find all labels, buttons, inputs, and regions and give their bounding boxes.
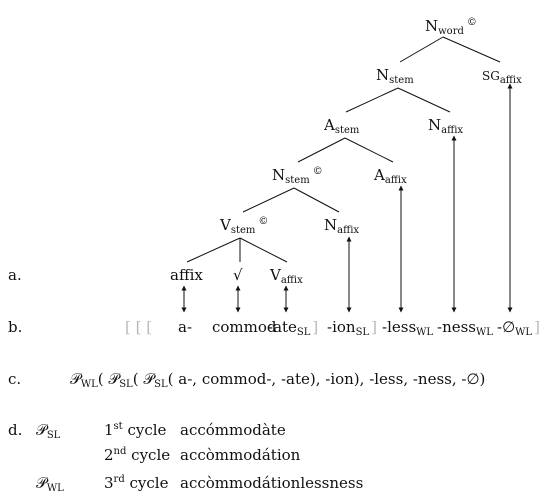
morph-less: -lessWL [382, 318, 434, 338]
cycle-2-form: accòmmodátion [180, 446, 301, 464]
node-affix: affix [170, 266, 203, 284]
opening-brackets: [ [ [ [125, 318, 153, 336]
morph-ness: -nessWL [437, 318, 493, 338]
morph-commod: commod [212, 318, 277, 336]
row-c-label: c. [8, 370, 22, 388]
node-n-word: Nword© [425, 17, 477, 37]
node-v-stem: Vstem© [220, 216, 269, 236]
row-b-label: b. [8, 318, 23, 336]
morph-null: -∅WL] [497, 318, 540, 338]
node-sg-affix: SGaffix [482, 69, 522, 86]
node-n-stem-top: Nstem [376, 66, 414, 86]
cycle-3-form: accòmmodátionlessness [180, 474, 364, 492]
node-root: √ [233, 266, 243, 284]
cycle-3: 3rd cycle [104, 474, 169, 492]
operator-sl: 𝒫SL [36, 421, 61, 441]
row-d-label: d. [8, 421, 23, 439]
row-c-expression: 𝒫WL( 𝒫SL( 𝒫SL( a-, commod-, -ate), -ion)… [70, 370, 486, 390]
node-v-affix: Vaffix [270, 266, 303, 286]
node-a-stem: Astem [324, 116, 360, 136]
cycle-1: 1st cycle [104, 421, 167, 439]
node-n-affix-1: Naffix [428, 116, 464, 136]
node-a-affix: Aaffix [374, 166, 407, 186]
row-a-label: a. [8, 266, 22, 284]
node-n-affix-2: Naffix [324, 216, 360, 236]
tree-branches [186, 36, 501, 263]
morph-a: a- [178, 318, 193, 336]
morph-ate: -ateSL] [268, 318, 319, 338]
cycle-1-form: accómmodàte [180, 421, 286, 439]
cycle-2: 2nd cycle [104, 446, 171, 464]
operator-wl: 𝒫WL [36, 474, 64, 494]
morph-ion: -ionSL] [327, 318, 377, 338]
node-n-stem-lower: Nstem© [272, 166, 323, 186]
correspondence-arrows [181, 83, 513, 313]
